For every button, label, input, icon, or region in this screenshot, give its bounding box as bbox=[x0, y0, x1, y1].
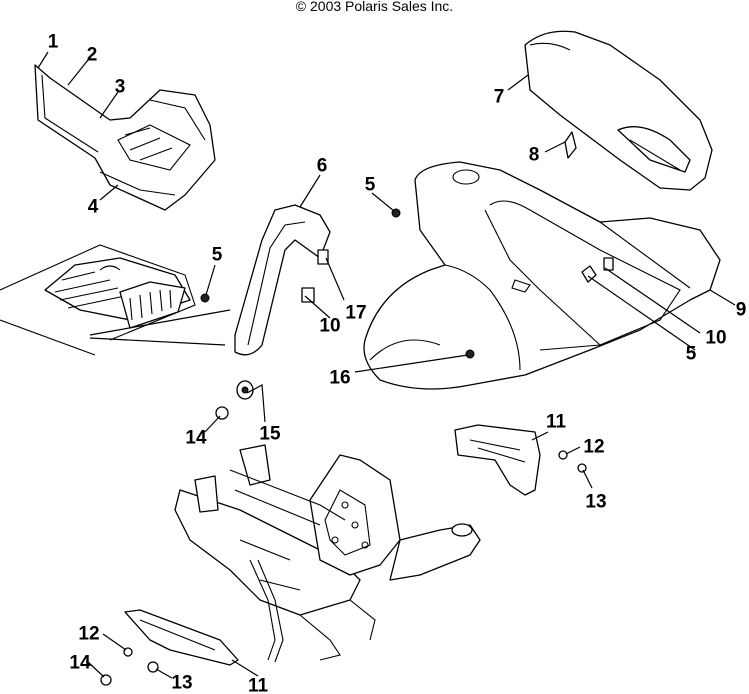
leader-lines bbox=[37, 51, 736, 679]
seat bbox=[524, 30, 713, 191]
rear-fender-body bbox=[363, 161, 721, 390]
callout-9: 9 bbox=[735, 299, 747, 321]
callout-6: 6 bbox=[316, 155, 328, 177]
bracket-upper bbox=[454, 424, 541, 496]
callout-3: 3 bbox=[114, 76, 126, 98]
callout-14-upper: 14 bbox=[185, 427, 207, 449]
callout-16: 16 bbox=[329, 367, 351, 389]
fender-flap bbox=[234, 204, 331, 356]
callout-13-right: 13 bbox=[585, 491, 607, 513]
callout-5-right: 5 bbox=[685, 343, 697, 365]
callout-2: 2 bbox=[86, 44, 98, 66]
callout-5-left: 5 bbox=[211, 244, 223, 266]
callout-4: 4 bbox=[87, 196, 99, 218]
bracket-lower bbox=[124, 609, 239, 666]
callout-10-left: 10 bbox=[319, 315, 341, 337]
front-panel-assembly bbox=[34, 64, 216, 211]
callout-17: 17 bbox=[345, 302, 367, 324]
hardware bbox=[100, 131, 614, 686]
callout-15: 15 bbox=[259, 423, 281, 445]
callout-14-lower: 14 bbox=[69, 652, 91, 674]
front-bumper-grille bbox=[0, 244, 231, 356]
callout-13-left: 13 bbox=[171, 672, 193, 694]
callout-12-left: 12 bbox=[78, 623, 100, 645]
callout-10-right: 10 bbox=[705, 327, 727, 349]
copyright-notice: © 2003 Polaris Sales Inc. bbox=[295, 0, 454, 14]
callout-1: 1 bbox=[47, 31, 59, 53]
callout-12-right: 12 bbox=[583, 436, 605, 458]
callout-7: 7 bbox=[493, 86, 505, 108]
callout-5-top: 5 bbox=[364, 174, 376, 196]
callout-8: 8 bbox=[528, 144, 540, 166]
frame-assembly bbox=[174, 444, 481, 663]
callout-11-lower: 11 bbox=[247, 675, 269, 694]
callout-11-upper: 11 bbox=[545, 411, 567, 433]
